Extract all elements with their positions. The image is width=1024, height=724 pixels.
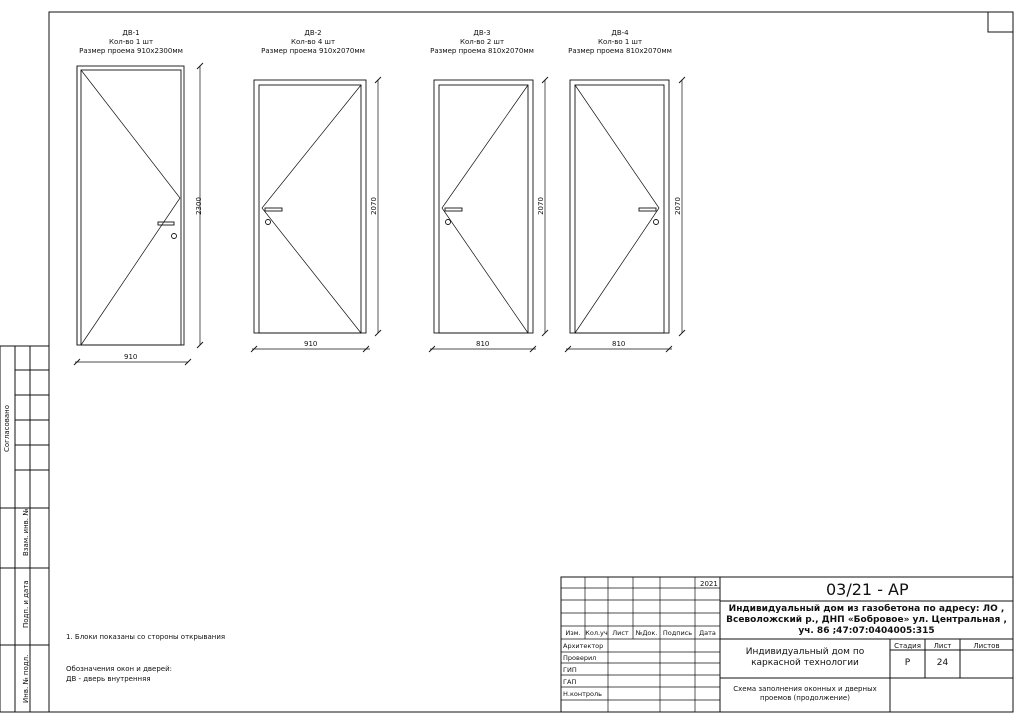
door-size: Размер проема 910х2070мм	[261, 47, 365, 55]
title-block-grid	[560, 576, 1014, 713]
door-qty: Кол-во 1 шт	[597, 38, 643, 46]
col-data: Дата	[699, 629, 716, 637]
side-sign-date-label: Подп. и дата	[22, 580, 30, 628]
role-gap: ГАП	[563, 678, 577, 686]
role-architect: Архитектор	[563, 642, 604, 650]
role-gip: ГИП	[563, 666, 577, 674]
door-size: Размер проема 810х2070мм	[568, 47, 672, 55]
door-dv3-width-dim: 810	[476, 340, 490, 348]
side-stamp	[0, 345, 50, 713]
side-agreed-label: Согласовано	[3, 404, 11, 452]
door-dv1-drawing	[73, 62, 204, 366]
door-size: Размер проема 910х2300мм	[79, 47, 183, 55]
door-mark: ДВ-3	[473, 29, 491, 37]
stage-value: Р	[904, 658, 911, 668]
title-year: 2021	[700, 580, 718, 588]
project-title: Индивидуальный дом из газобетона по адре…	[726, 604, 1007, 636]
door-qty: Кол-во 1 шт	[108, 38, 154, 46]
role-checked: Проверил	[563, 654, 597, 662]
sheets-label: Листов	[973, 642, 1000, 650]
col-list: Лист	[612, 629, 629, 637]
col-podpis: Подпись	[662, 629, 693, 637]
drawing-code: 03/21 - АР	[826, 580, 909, 599]
door-dv4-caption: ДВ-4 Кол-во 1 шт Размер проема 810х2070м…	[559, 29, 681, 56]
door-dv2-height-dim: 2070	[370, 197, 378, 215]
sheet-name: Схема заполнения оконных и дверных проем…	[733, 685, 877, 702]
door-qty: Кол-во 2 шт	[459, 38, 505, 46]
sheet-value: 24	[936, 658, 949, 668]
door-dv2-caption: ДВ-2 Кол-во 4 шт Размер проема 910х2070м…	[252, 29, 374, 56]
door-dv4-drawing	[564, 76, 686, 353]
note-opening-side: 1. Блоки показаны со стороны открывания	[66, 633, 226, 641]
door-dv2-drawing	[250, 76, 382, 353]
door-dv3-height-dim: 2070	[537, 197, 545, 215]
legend-title: Обозначения окон и дверей:	[66, 665, 173, 673]
format-corner-box	[987, 11, 1014, 33]
col-izm: Изм.	[565, 629, 581, 637]
door-mark: ДВ-1	[122, 29, 140, 37]
door-dv4-width-dim: 810	[612, 340, 626, 348]
door-dv3-caption: ДВ-3 Кол-во 2 шт Размер проема 810х2070м…	[421, 29, 543, 56]
door-dv2-width-dim: 910	[304, 340, 318, 348]
door-dv1-caption: ДВ-1 Кол-во 1 шт Размер проема 910х2300м…	[70, 29, 192, 56]
stage-label: Стадия	[894, 642, 921, 650]
legend-item: ДВ - дверь внутренняя	[66, 675, 151, 683]
col-n-dok: №Док.	[635, 629, 658, 637]
door-dv3-drawing	[428, 76, 549, 353]
door-size: Размер проема 810х2070мм	[430, 47, 534, 55]
door-mark: ДВ-2	[304, 29, 322, 37]
door-mark: ДВ-4	[611, 29, 629, 37]
door-dv1-height-dim: 2300	[195, 197, 203, 215]
role-n-control: Н.контроль	[563, 690, 602, 698]
door-qty: Кол-во 4 шт	[290, 38, 336, 46]
door-dv1-width-dim: 910	[124, 353, 138, 361]
door-dv4-height-dim: 2070	[674, 197, 682, 215]
sheet-label: Лист	[933, 642, 952, 650]
side-inv-orig-label: Инв. № подл.	[22, 654, 30, 703]
col-kol-uch: Кол.уч	[585, 629, 608, 637]
side-replace-inv-label: Взам. инв. №	[22, 508, 30, 556]
object-title: Индивидуальный дом по каркасной технолог…	[745, 647, 865, 668]
